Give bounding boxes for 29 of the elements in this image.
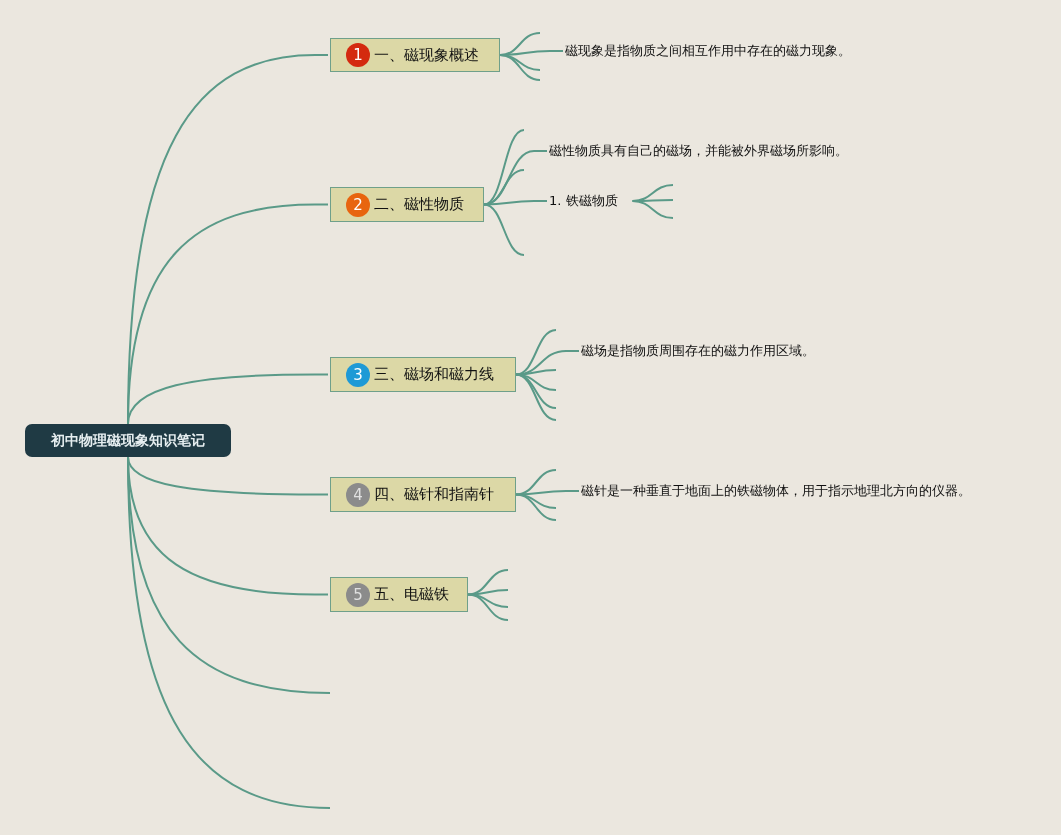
central-topic-box: 初中物理磁现象知识笔记 [25,424,231,457]
number-badge: 4 [346,482,370,507]
topic-title: 二、磁性物质 [374,195,464,214]
note-text: 磁性物质具有自己的磁场，并能被外界磁场所影响。 [549,144,848,158]
branch-line [631,200,674,219]
note-text: 磁现象是指物质之间相互作用中存在的磁力现象。 [565,43,851,59]
branch-line [499,54,541,81]
topic-title: 五、电磁铁 [374,585,449,604]
note-text: 磁针是一种垂直于地面上的铁磁物体，用于指示地理北方向的仪器。 [581,483,971,499]
topic-box [330,477,516,512]
branch-line [467,593,509,621]
topic-title: 一、磁现象概述 [374,45,479,65]
number-badge: 3 [346,362,370,387]
topic-title: 三、磁场和磁力线 [374,365,494,384]
branch-line [483,203,525,256]
topic-box [330,187,484,222]
number-badge: 5 [346,582,370,607]
branch-line [127,373,329,425]
note-text: 磁场是指物质周围存在的磁力作用区域。 [581,343,815,359]
topic-box [330,357,516,392]
note-text: 1. 铁磁物质 [549,193,633,209]
number-badge: 2 [346,192,370,217]
branch-line [515,493,557,521]
topic-title: 四、磁针和指南针 [374,485,494,504]
branch-line [515,490,580,496]
topic-box [330,38,500,72]
number-badge: 1 [346,43,370,67]
branch-line [467,589,509,596]
topic-box [330,577,468,612]
